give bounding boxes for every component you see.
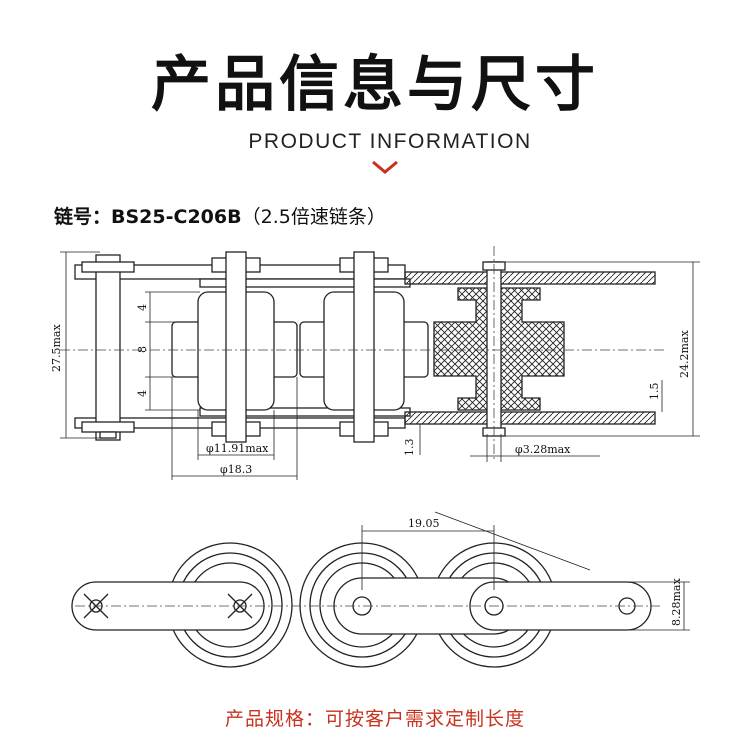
left-pin xyxy=(95,254,121,441)
page-subtitle: PRODUCT INFORMATION xyxy=(248,130,532,153)
dim-large-roller-dia: φ18.3 xyxy=(220,463,252,476)
model-label: 链号： xyxy=(54,206,112,228)
dim-pitch: 19.05 xyxy=(408,517,440,530)
chevron-down-icon xyxy=(372,160,398,174)
page-title: 产品信息与尺寸 xyxy=(151,50,599,120)
section-plate-top xyxy=(404,271,656,285)
dim-plate-gap: 1.3 xyxy=(403,439,416,457)
dim-roller-seg-bottom: 4 xyxy=(136,390,149,397)
dim-overall-height: 27.5max xyxy=(50,324,63,372)
footer-note: 产品规格：可按客户需求定制长度 xyxy=(224,708,525,730)
dim-roller-seg-mid: 8 xyxy=(136,346,149,353)
dim-pin-dia: φ3.28max xyxy=(515,443,571,456)
dim-plate-width: 8.28max xyxy=(670,578,683,626)
section-plate-bottom xyxy=(404,411,656,425)
top-view xyxy=(74,251,656,443)
dim-roller-seg-top: 4 xyxy=(136,304,149,311)
dim-plate-height-right: 24.2max xyxy=(678,330,691,378)
model-note: （2.5倍速链条） xyxy=(241,206,386,228)
model-code: BS25-C206B xyxy=(111,206,242,228)
dim-plate-thickness: 1.5 xyxy=(648,383,661,401)
dim-small-roller-dia: φ11.91max xyxy=(206,442,269,455)
chain-model-line: 链号：BS25-C206B（2.5倍速链条） xyxy=(54,202,386,229)
side-view xyxy=(71,542,652,668)
